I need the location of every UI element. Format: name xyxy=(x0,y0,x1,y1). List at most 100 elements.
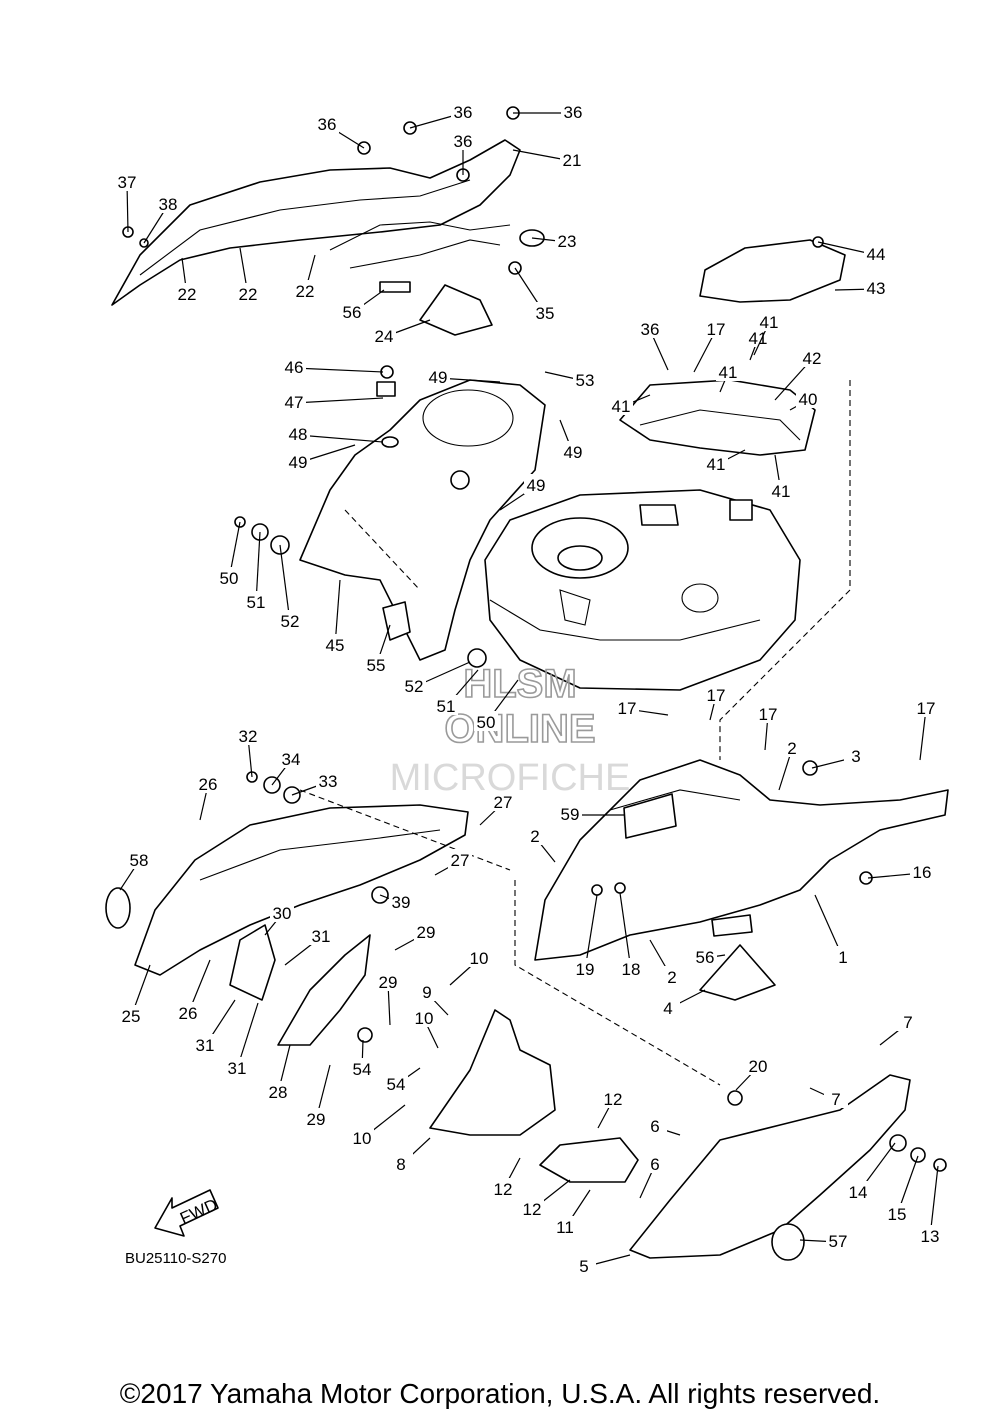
callout-background xyxy=(115,171,139,191)
rear-cover-43 xyxy=(699,236,846,303)
callout-32: 32 xyxy=(239,727,258,746)
callout-27: 27 xyxy=(494,793,513,812)
callout-17: 17 xyxy=(707,320,726,339)
callout-53: 53 xyxy=(576,371,595,390)
callout-background xyxy=(573,958,597,978)
callout-57: 57 xyxy=(829,1232,848,1251)
callout-background xyxy=(520,1198,544,1218)
callout-background xyxy=(293,280,317,300)
callout-41: 41 xyxy=(719,363,738,382)
callout-54: 54 xyxy=(353,1060,372,1079)
callout-background xyxy=(309,925,333,945)
callout-16: 16 xyxy=(913,863,932,882)
callout-8: 8 xyxy=(396,1155,405,1174)
callout-48: 48 xyxy=(289,425,308,444)
callout-leader xyxy=(279,544,291,623)
callout-58: 58 xyxy=(130,851,149,870)
callout-36: 36 xyxy=(641,320,660,339)
callout-17: 17 xyxy=(618,699,637,718)
callout-background xyxy=(615,697,639,717)
callout-7: 7 xyxy=(903,1013,912,1032)
callout-background xyxy=(561,101,585,121)
callout-background xyxy=(864,277,888,297)
callout-background xyxy=(451,101,475,121)
callout-background xyxy=(704,684,728,704)
callout-5: 5 xyxy=(579,1257,588,1276)
callout-background xyxy=(716,361,740,381)
callout-leader xyxy=(126,182,129,233)
callout-22: 22 xyxy=(296,282,315,301)
callout-6: 6 xyxy=(650,1155,659,1174)
callout-background xyxy=(746,327,770,347)
fwd-arrow: FWD xyxy=(154,1189,220,1237)
callout-background xyxy=(660,966,684,986)
callout-background xyxy=(885,1203,909,1223)
callout-2: 2 xyxy=(787,739,796,758)
callout-background xyxy=(389,891,413,911)
watermark-line-1: HLSM xyxy=(463,662,576,706)
watermark: HLSM ONLINE MICROFICHE xyxy=(390,661,631,799)
callout-background xyxy=(609,395,633,415)
callout-29: 29 xyxy=(379,973,398,992)
callout-36: 36 xyxy=(454,132,473,151)
callout-28: 28 xyxy=(269,1083,288,1102)
callout-leader xyxy=(919,708,927,761)
callout-36: 36 xyxy=(564,103,583,122)
callout-10: 10 xyxy=(470,949,489,968)
callout-background xyxy=(217,567,241,587)
callout-background xyxy=(304,1108,328,1128)
callout-56: 56 xyxy=(696,948,715,967)
callout-background xyxy=(601,1088,625,1108)
callout-19: 19 xyxy=(576,960,595,979)
callout-background xyxy=(236,725,260,745)
callout-2: 2 xyxy=(530,827,539,846)
callout-26: 26 xyxy=(199,775,218,794)
callout-background xyxy=(824,1088,848,1108)
callout-background xyxy=(286,423,310,443)
callout-background xyxy=(896,1011,920,1031)
callout-background xyxy=(372,325,396,345)
callout-6: 6 xyxy=(650,1117,659,1136)
assembly-lines xyxy=(299,380,851,1086)
callout-10: 10 xyxy=(353,1129,372,1148)
diagram-code: BU25110-S270 xyxy=(125,1250,226,1267)
callout-52: 52 xyxy=(281,612,300,631)
callout-49: 49 xyxy=(564,443,583,462)
side-cover-25 xyxy=(105,771,469,976)
callout-background xyxy=(746,1055,770,1075)
callout-31: 31 xyxy=(196,1036,215,1055)
copyright-notice: ©2017 Yamaha Motor Corporation, U.S.A. A… xyxy=(119,1378,881,1409)
callout-1: 1 xyxy=(838,948,847,967)
callout-39: 39 xyxy=(392,893,411,912)
callout-14: 14 xyxy=(849,1183,868,1202)
callout-background xyxy=(573,369,597,389)
callout-background xyxy=(800,347,824,367)
callout-11: 11 xyxy=(556,1218,574,1237)
callout-background xyxy=(426,366,450,386)
callout-35: 35 xyxy=(536,304,555,323)
callout-background xyxy=(244,591,268,611)
callout-background xyxy=(412,1007,436,1027)
callout-background xyxy=(524,474,548,494)
callout-background xyxy=(467,947,491,967)
callout-2: 2 xyxy=(667,968,676,987)
callout-background xyxy=(756,703,780,723)
callout-49: 49 xyxy=(429,368,448,387)
callout-37: 37 xyxy=(118,173,137,192)
callout-45: 45 xyxy=(326,636,345,655)
callout-44: 44 xyxy=(867,245,886,264)
callout-background xyxy=(225,1057,249,1077)
callout-50: 50 xyxy=(477,713,496,732)
callout-background xyxy=(643,1115,667,1135)
callout-background xyxy=(415,981,439,1001)
callout-29: 29 xyxy=(307,1110,326,1129)
callout-background xyxy=(826,1230,850,1250)
callout-background xyxy=(376,971,400,991)
callout-25: 25 xyxy=(122,1007,141,1026)
callout-background xyxy=(693,946,717,966)
callout-background xyxy=(491,791,515,811)
side-cover-1 xyxy=(534,759,949,1001)
callout-31: 31 xyxy=(312,927,331,946)
callout-background xyxy=(384,1073,408,1093)
callout-59: 59 xyxy=(561,805,580,824)
